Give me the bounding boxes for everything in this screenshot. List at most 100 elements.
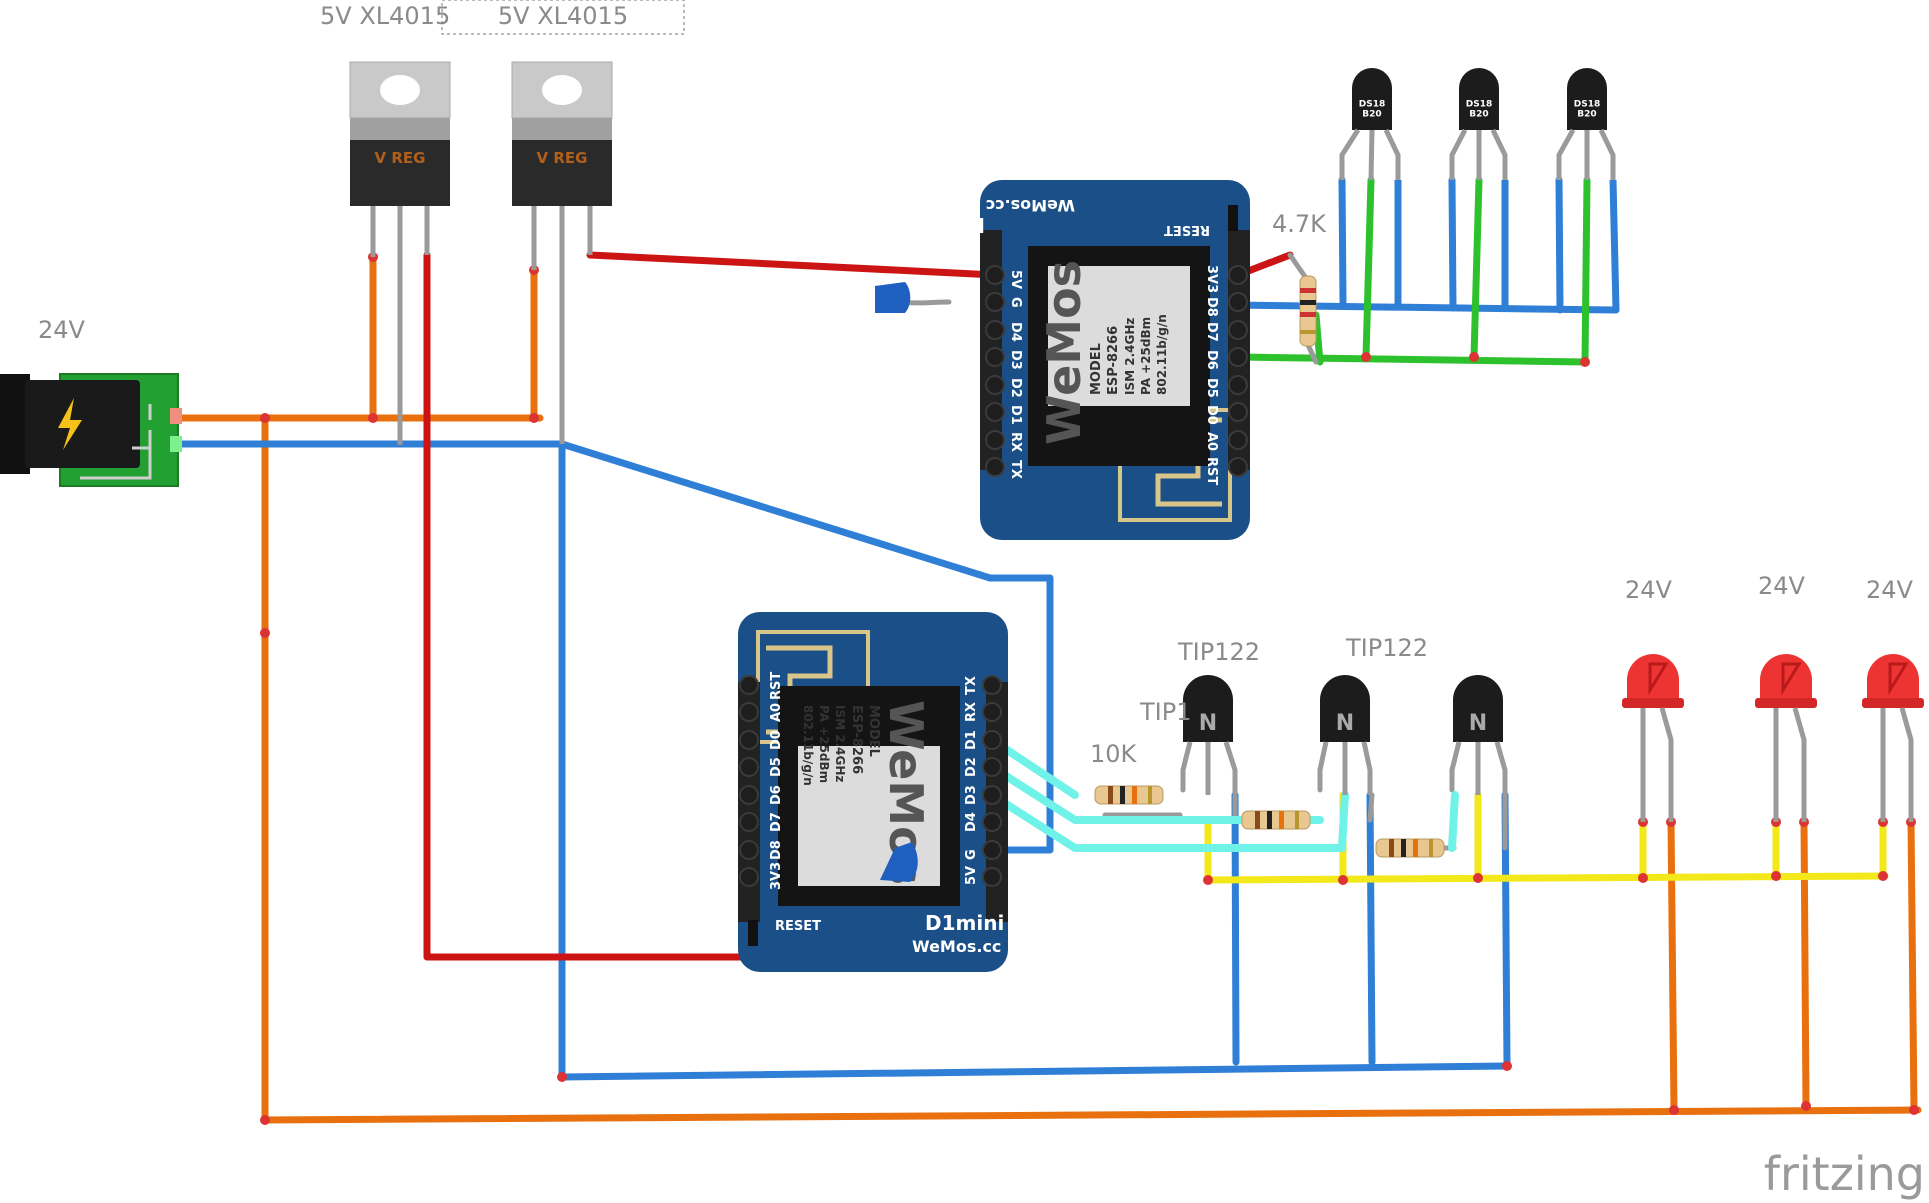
svg-text:ISM 2.4GHz: ISM 2.4GHz	[1123, 318, 1137, 395]
svg-text:D2: D2	[1008, 378, 1023, 398]
svg-text:TX: TX	[1008, 460, 1023, 479]
svg-text:3V3: 3V3	[769, 862, 784, 890]
tip122-b-letter: N	[1336, 711, 1354, 736]
tip122-partial-label: TIP1	[1139, 698, 1191, 726]
wemos-top-reset-button	[1228, 205, 1238, 231]
tip122-a-letter: N	[1199, 711, 1217, 736]
svg-text:D1: D1	[1008, 405, 1023, 425]
svg-text:G: G	[1008, 297, 1023, 308]
svg-text:D3: D3	[1008, 350, 1023, 370]
svg-text:D0: D0	[1204, 405, 1219, 425]
wemos-top-name: D1mini	[906, 213, 985, 237]
svg-text:G: G	[964, 849, 979, 860]
led-a-label: 24V	[1625, 576, 1673, 604]
power-jack	[0, 373, 182, 487]
tip122-c-letter: N	[1469, 711, 1487, 736]
svg-text:A0: A0	[1204, 432, 1219, 451]
resistor-10k-b	[1241, 810, 1311, 830]
svg-text:D4: D4	[964, 812, 979, 832]
resistor-4k7-label: 4.7K	[1272, 210, 1327, 238]
regulator-a-vreg-label: V REG	[375, 149, 426, 167]
svg-text:MODEL: MODEL	[1089, 343, 1104, 395]
svg-text:RX: RX	[1008, 432, 1023, 452]
svg-text:3V3: 3V3	[1204, 265, 1219, 293]
wemos-top-pin-labels: 5V G D4 D3 D2 D1 RX TX 3V3 D8 D7 D6 D5 D…	[1008, 265, 1219, 485]
fritzing-watermark: fritzing	[1764, 1147, 1925, 1201]
regulator-b-vreg-label: V REG	[537, 149, 588, 167]
svg-text:TX: TX	[964, 676, 979, 695]
svg-text:D3: D3	[964, 785, 979, 805]
svg-text:ISM 2.4GHz: ISM 2.4GHz	[833, 705, 847, 782]
wemos-bottom-capacitor	[880, 842, 918, 882]
svg-text:PA +25dBm: PA +25dBm	[817, 705, 831, 783]
svg-text:RST: RST	[769, 672, 784, 700]
wemos-bottom-module-text: MODEL ESP-8266 ISM 2.4GHz PA +25dBm 802.…	[801, 700, 933, 885]
led-a	[1622, 654, 1684, 822]
led-b-label: 24V	[1758, 572, 1806, 600]
wemos-top-reset: RESET	[1164, 222, 1210, 237]
wemos-top-module-text: MODEL ESP-8266 ISM 2.4GHz PA +25dBm 802.…	[1037, 260, 1169, 445]
svg-text:ESP-8266: ESP-8266	[849, 705, 864, 774]
svg-text:A0: A0	[769, 703, 784, 722]
led-c	[1862, 654, 1924, 822]
svg-text:D5: D5	[1204, 378, 1219, 398]
regulator-b-label-box	[441, 0, 685, 35]
wemos-top-capacitor	[875, 282, 911, 313]
svg-text:D6: D6	[769, 785, 784, 805]
svg-text:D0: D0	[769, 730, 784, 750]
svg-text:ESP-8266: ESP-8266	[1106, 326, 1121, 395]
svg-text:PA +25dBm: PA +25dBm	[1139, 317, 1153, 395]
svg-text:D6: D6	[1204, 350, 1219, 370]
svg-text:D2: D2	[964, 757, 979, 777]
wire-yellow-led	[1204, 791, 1889, 884]
svg-text:D1: D1	[964, 730, 979, 750]
resistor-10k-c	[1375, 838, 1445, 858]
tip122-b: N	[1317, 675, 1373, 795]
regulator-b-label: 5V XL4015	[498, 2, 628, 30]
tip122-b-label: TIP122	[1345, 634, 1428, 662]
led-c-label: 24V	[1866, 576, 1914, 604]
svg-text:5V: 5V	[964, 866, 979, 885]
svg-text:RX: RX	[964, 702, 979, 722]
wemos-top-brand: WeMos.cc	[986, 196, 1075, 215]
wemos-top-pins	[985, 265, 1248, 477]
svg-text:D7: D7	[769, 812, 784, 832]
resistor-10k-a	[1094, 785, 1164, 805]
svg-text:D5: D5	[769, 757, 784, 777]
wemos-bottom-reset: RESET	[775, 919, 821, 934]
svg-text:802.11b/g/n: 802.11b/g/n	[1155, 314, 1169, 395]
regulator-a-label: 5V XL4015	[320, 2, 450, 30]
tip122-c: N	[1449, 675, 1508, 795]
svg-text:MODEL: MODEL	[866, 705, 881, 757]
regulator-b: V REG	[511, 61, 613, 444]
wemos-bottom-pins	[739, 675, 1002, 887]
wire-green-data	[1234, 176, 1591, 366]
regulator-a: V REG	[349, 61, 451, 445]
wemos-bottom-pin-labels: RST A0 D0 D5 D6 D7 D8 3V3 TX RX D1 D2 D3…	[769, 672, 979, 890]
tip122-a: N	[1180, 675, 1238, 795]
svg-text:D8: D8	[1204, 297, 1219, 317]
wemos-bottom-brand: WeMos.cc	[912, 937, 1001, 956]
wemos-bottom-reset-button	[748, 920, 758, 946]
svg-text:D4: D4	[1008, 322, 1023, 342]
svg-text:WeMos: WeMos	[1037, 260, 1091, 445]
power-bolt-icon	[58, 398, 82, 450]
svg-text:5V: 5V	[1008, 270, 1023, 289]
power-label: 24V	[38, 316, 86, 344]
wire-cyan-pwm	[988, 736, 1459, 852]
svg-text:802.11b/g/n: 802.11b/g/n	[801, 705, 815, 786]
led-b	[1755, 654, 1817, 822]
svg-text:RST: RST	[1204, 457, 1219, 485]
svg-text:D8: D8	[769, 840, 784, 860]
svg-text:D7: D7	[1204, 322, 1219, 342]
wemos-bottom-name: D1mini	[925, 911, 1004, 935]
resistor-4k7	[1299, 275, 1317, 347]
